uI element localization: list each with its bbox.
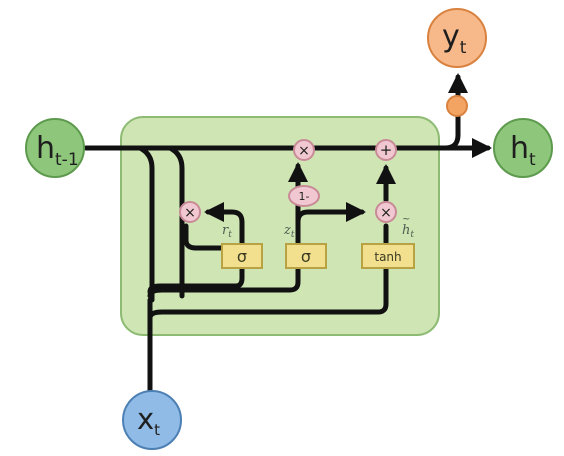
gate-tanh-label: tanh — [374, 250, 401, 264]
op-multiply-top-label: × — [298, 143, 310, 159]
op-add: + — [375, 139, 397, 161]
hprev-drop-outer — [137, 145, 155, 303]
svg-text:ht: ht — [402, 223, 414, 240]
node-h-prev-sub: t-1 — [55, 150, 79, 170]
op-candidate-multiply-label: × — [380, 205, 392, 221]
svg-text:xt: xt — [137, 402, 160, 439]
bus-to-sigma-r — [147, 265, 245, 295]
op-reset-multiply-label: × — [184, 205, 196, 221]
bus-to-sigma-z — [147, 265, 301, 299]
node-y-t-sub: t — [460, 38, 467, 58]
annotation-h-tilde: ht ~ — [402, 214, 414, 240]
svg-text:ht: ht — [510, 131, 536, 170]
op-candidate-multiply: × — [375, 201, 397, 223]
op-multiply-top: × — [293, 139, 315, 161]
node-y-t: yt — [427, 8, 487, 68]
connections — [83, 73, 492, 393]
node-x-t-sub: t — [154, 421, 160, 439]
bus-to-tanh — [147, 265, 389, 321]
op-reset-multiply: × — [179, 201, 201, 223]
cell-box — [120, 116, 440, 336]
reset-to-tanh — [183, 223, 233, 251]
gate-tanh: tanh — [361, 243, 415, 269]
op-one-minus-label: 1- — [299, 190, 310, 203]
output-branch-line — [442, 73, 468, 151]
svg-text:ht-1: ht-1 — [36, 131, 79, 170]
node-h-prev-main: h — [36, 131, 55, 166]
gate-sigma-r-label: σ — [237, 247, 247, 266]
node-x-t-main: x — [137, 402, 154, 436]
node-h-t-sub: t — [529, 150, 536, 170]
output-junction-dot — [446, 95, 468, 117]
op-add-label: + — [380, 141, 393, 159]
node-h-prev: ht-1 — [25, 118, 85, 178]
annotation-r: rt — [222, 223, 232, 240]
gate-sigma-r: σ — [221, 243, 263, 269]
op-one-minus: 1- — [288, 185, 320, 207]
hprev-drop-inner — [167, 145, 185, 299]
svg-text:yt: yt — [442, 19, 467, 58]
sigma-r-to-reset — [204, 202, 245, 247]
gate-sigma-z: σ — [285, 243, 327, 269]
node-x-t: xt — [122, 390, 182, 450]
tilde-mark: ~ — [402, 214, 410, 225]
node-y-t-main: y — [442, 19, 460, 54]
node-h-t-main: h — [510, 131, 529, 166]
node-h-t: ht — [493, 118, 553, 178]
sigma-z-to-cand-mul — [295, 202, 366, 225]
gate-sigma-z-label: σ — [301, 247, 311, 266]
annotation-z: zt — [283, 223, 295, 240]
